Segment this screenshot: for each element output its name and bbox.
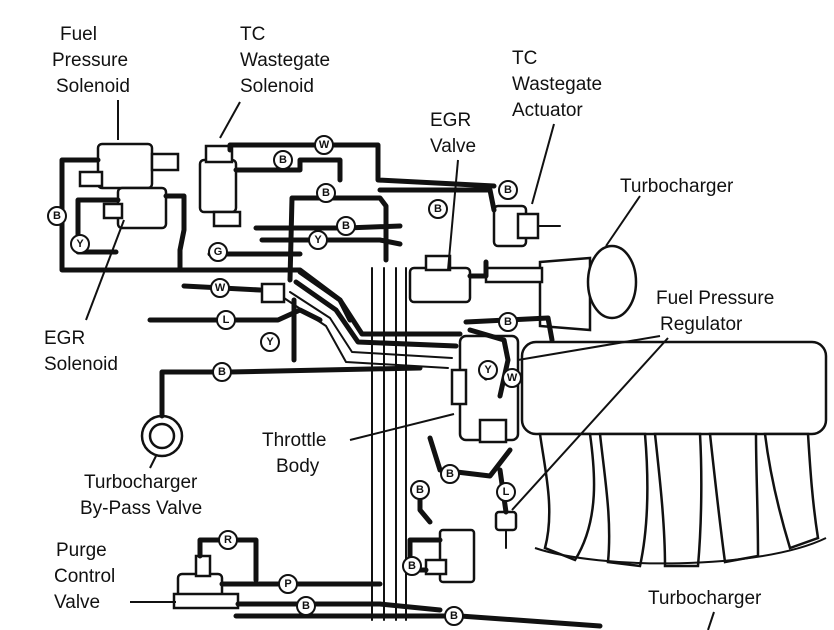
leader-throttle-body xyxy=(349,413,455,441)
hose-tag-p1: P xyxy=(278,574,298,594)
label-tc-wastegate-solenoid: TC Wastegate Solenoid xyxy=(240,24,335,97)
hose-tag-b5: B xyxy=(47,206,67,226)
leader-tc-wastegate-solenoid xyxy=(219,101,241,139)
leader-turbocharger-top xyxy=(605,195,641,247)
label-purge-control-valve: Purge Control Valve xyxy=(54,540,121,613)
hose-tag-w3: W xyxy=(502,368,522,388)
hose-tag-y4: Y xyxy=(478,360,498,380)
label-egr-valve: EGR Valve xyxy=(430,110,476,157)
hose-tag-b6: B xyxy=(336,216,356,236)
hose-tag-b1: B xyxy=(273,150,293,170)
fuel-pressure-solenoid xyxy=(78,142,180,190)
hose-tag-b7: B xyxy=(212,362,232,382)
hose-tag-b8: B xyxy=(498,312,518,332)
label-turbocharger-bottom: Turbocharger xyxy=(648,588,762,609)
label-throttle-body: Throttle Body xyxy=(262,430,332,477)
label-fuel-pressure-solenoid: Fuel Pressure Solenoid xyxy=(52,24,133,97)
svg-text:W: W xyxy=(507,372,518,384)
svg-text:B: B xyxy=(322,187,330,199)
purge-control-valve xyxy=(172,554,240,610)
label-egr-solenoid: EGR Solenoid xyxy=(44,328,118,375)
svg-text:B: B xyxy=(218,366,226,378)
tc-wastegate-solenoid xyxy=(198,144,242,228)
hose-tag-y3: Y xyxy=(260,332,280,352)
vacuum-tee-fitting xyxy=(260,282,286,304)
hose-tag-b9: B xyxy=(440,464,460,484)
svg-text:R: R xyxy=(224,534,232,546)
hose-tag-r1: R xyxy=(218,530,238,550)
leader-fuel-pressure-regulator-1 xyxy=(517,335,661,361)
canister-box xyxy=(424,528,476,584)
hose-tag-w2: W xyxy=(210,278,230,298)
tc-wastegate-actuator xyxy=(492,204,561,248)
egr-solenoid xyxy=(102,186,168,230)
vacuum-hoses xyxy=(59,142,603,629)
svg-text:B: B xyxy=(342,220,350,232)
hose-tag-l1: L xyxy=(216,310,236,330)
intake-manifold xyxy=(520,340,828,568)
hose-tag-b2: B xyxy=(498,180,518,200)
svg-text:B: B xyxy=(446,468,454,480)
hose-tag-g1: G xyxy=(208,242,228,262)
fuel-pressure-regulator xyxy=(494,510,518,549)
svg-text:B: B xyxy=(450,610,458,622)
hose-tags: W B B B B B Y G B Y W L Y B B Y W B B L … xyxy=(47,135,522,626)
leader-turbocharger-bottom xyxy=(707,611,715,630)
svg-text:P: P xyxy=(284,578,291,590)
svg-text:B: B xyxy=(279,154,287,166)
label-turbocharger-top: Turbocharger xyxy=(620,176,734,197)
label-turbocharger-bypass-valve: Turbocharger By-Pass Valve xyxy=(80,472,203,519)
svg-text:G: G xyxy=(214,246,223,258)
turbocharger-upper xyxy=(484,244,638,332)
svg-text:B: B xyxy=(408,560,416,572)
svg-text:Y: Y xyxy=(76,238,84,250)
leader-egr-valve xyxy=(447,159,459,271)
svg-text:Y: Y xyxy=(484,364,492,376)
hose-tag-y2: Y xyxy=(308,230,328,250)
hose-tag-b4: B xyxy=(428,199,448,219)
svg-text:L: L xyxy=(503,486,510,498)
svg-text:Y: Y xyxy=(266,336,274,348)
leader-fuel-pressure-regulator-2 xyxy=(511,337,669,511)
hose-tag-b3: B xyxy=(316,183,336,203)
svg-text:B: B xyxy=(434,203,442,215)
svg-text:W: W xyxy=(319,139,330,151)
leader-egr-solenoid xyxy=(85,219,125,321)
label-fuel-pressure-regulator: Fuel Pressure Regulator xyxy=(656,288,780,335)
hose-tag-b11: B xyxy=(402,556,422,576)
hose-tag-l2: L xyxy=(496,482,516,502)
hose-tag-w1: W xyxy=(314,135,334,155)
svg-text:B: B xyxy=(416,484,424,496)
hose-tag-b12: B xyxy=(296,596,316,616)
svg-text:B: B xyxy=(504,316,512,328)
svg-text:B: B xyxy=(302,600,310,612)
leader-bypass-valve xyxy=(149,455,157,469)
hose-tag-b13: B xyxy=(444,606,464,626)
throttle-body xyxy=(450,334,520,444)
leader-lines xyxy=(85,100,715,630)
svg-text:L: L xyxy=(223,314,230,326)
leader-tc-wastegate-actuator xyxy=(531,123,555,205)
egr-valve xyxy=(408,254,472,304)
svg-text:B: B xyxy=(504,184,512,196)
svg-text:B: B xyxy=(53,210,61,222)
label-tc-wastegate-actuator: TC Wastegate Actuator xyxy=(512,48,607,121)
hose-tag-b10: B xyxy=(410,480,430,500)
svg-text:W: W xyxy=(215,282,226,294)
hose-tag-y1: Y xyxy=(70,234,90,254)
turbocharger-bypass-valve xyxy=(140,414,184,458)
svg-text:Y: Y xyxy=(314,234,322,246)
